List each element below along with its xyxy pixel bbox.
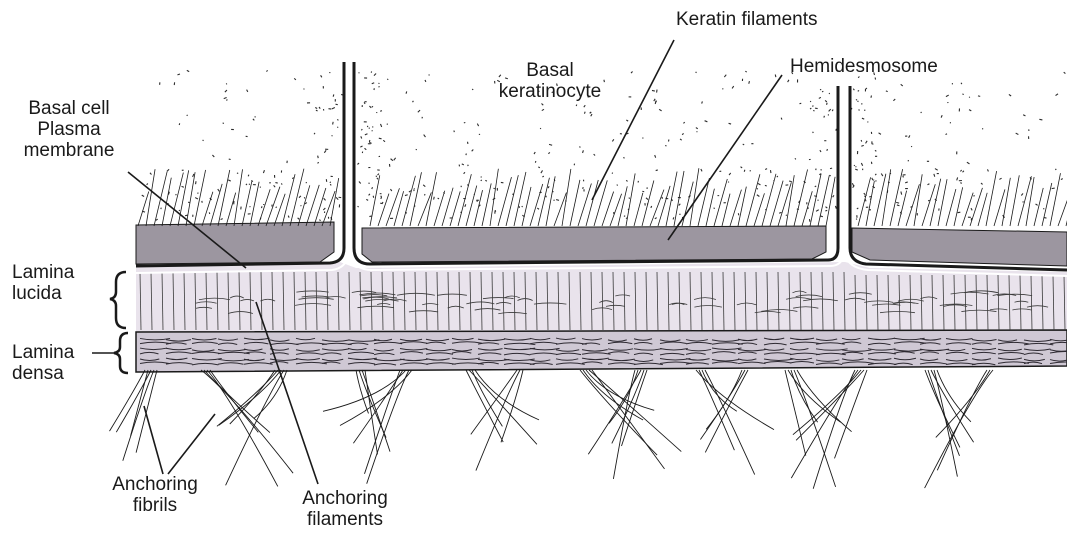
anchoring-fibril-lines (110, 370, 994, 489)
label-basal-keratinocyte: Basal keratinocyte (484, 60, 616, 102)
label-keratin-filaments: Keratin filaments (676, 9, 818, 30)
label-anchoring-filaments: Anchoring filaments (282, 488, 408, 530)
hemidesmosome-plaque-left (136, 222, 334, 264)
hemidesmosome-plaque-right (852, 228, 1067, 266)
hemidesmosome-plaque-middle (362, 226, 826, 262)
label-basal-cell-plasma-membrane: Basal cell Plasma membrane (4, 98, 134, 161)
label-lamina-lucida: Lamina lucida (12, 262, 74, 304)
leader-anchoring-fibrils-b (168, 414, 215, 474)
brace-lamina-lucida (110, 272, 126, 328)
label-hemidesmosome: Hemidesmosome (790, 56, 938, 77)
label-anchoring-fibrils: Anchoring fibrils (92, 474, 218, 516)
keratin-filament-lines (138, 168, 1067, 226)
label-lamina-densa: Lamina densa (12, 342, 74, 384)
leader-anchoring-fibrils-a (144, 406, 163, 474)
brace-lamina-densa (114, 333, 128, 373)
